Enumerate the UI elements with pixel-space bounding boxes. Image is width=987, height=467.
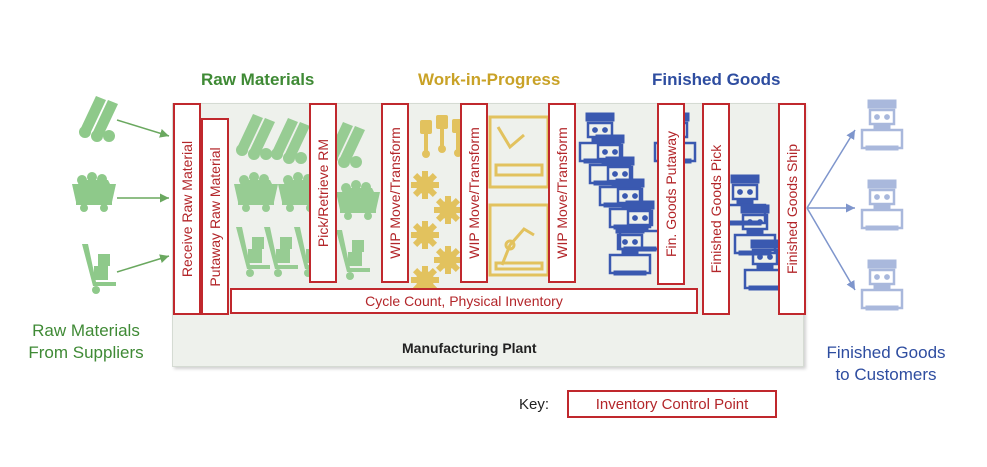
gear-icon <box>434 246 462 274</box>
arrow <box>806 207 856 291</box>
gear-icon <box>434 196 462 224</box>
raw-materials-title: Raw Materials <box>201 70 315 89</box>
inbound-arrows <box>116 119 170 273</box>
outbound-arrows <box>806 129 856 291</box>
finished-goods-title: Finished Goods <box>652 70 781 89</box>
logs-icon <box>236 114 275 160</box>
control-point-wip-move-3: WIP Move/Transform <box>548 103 576 283</box>
control-point-receive-raw-material: Receive Raw Material <box>173 103 201 315</box>
coffee-machine-icon <box>860 98 904 152</box>
hand-truck-icon <box>236 227 270 277</box>
control-point-pick-retrieve-rm: Pick/Retrieve RM <box>309 103 337 283</box>
mine-cart-icon <box>234 172 278 212</box>
manufacturing-plant-label: Manufacturing Plant <box>402 340 537 356</box>
hand-truck-icon <box>82 244 116 294</box>
control-point-putaway-raw-material: Putaway Raw Material <box>201 118 229 315</box>
robot-arm-icon <box>488 203 550 277</box>
piston-icon <box>436 115 448 153</box>
control-point-finished-goods-ship: Finished Goods Ship <box>778 103 806 315</box>
gear-icon <box>411 171 439 199</box>
logs-icon <box>271 118 310 164</box>
hand-truck-icon <box>264 227 298 277</box>
control-point-wip-move-1: WIP Move/Transform <box>381 103 409 283</box>
logs-icon <box>79 96 118 142</box>
control-point-fin-goods-putaway: Fin. Goods Putaway <box>657 103 685 285</box>
raw-material-icons <box>234 114 380 280</box>
control-point-cycle-count: Cycle Count, Physical Inventory <box>230 288 698 314</box>
customer-icons <box>860 98 904 312</box>
hand-truck-icon <box>336 230 370 280</box>
arrow <box>116 119 170 138</box>
raw-materials-from-suppliers-label: Raw Materials From Suppliers <box>28 321 144 362</box>
coffee-machine-icon <box>723 173 767 227</box>
piston-icon <box>420 120 432 158</box>
control-point-finished-goods-pick: Finished Goods Pick <box>702 103 730 315</box>
finished-goods-to-customers-label: Finished Goods to Customers <box>826 343 946 384</box>
factory-icon <box>488 115 550 189</box>
mine-cart-icon <box>336 180 380 220</box>
arrow <box>116 254 170 273</box>
gear-icon <box>411 221 439 249</box>
coffee-machine-icon <box>860 178 904 232</box>
key-inventory-control-point: Inventory Control Point <box>567 390 777 418</box>
wip-title: Work-in-Progress <box>418 70 561 89</box>
coffee-machine-icon <box>860 258 904 312</box>
key-label: Key: <box>519 396 550 413</box>
mine-cart-icon <box>72 172 116 212</box>
control-point-wip-move-2: WIP Move/Transform <box>460 103 488 283</box>
arrow <box>806 129 856 209</box>
